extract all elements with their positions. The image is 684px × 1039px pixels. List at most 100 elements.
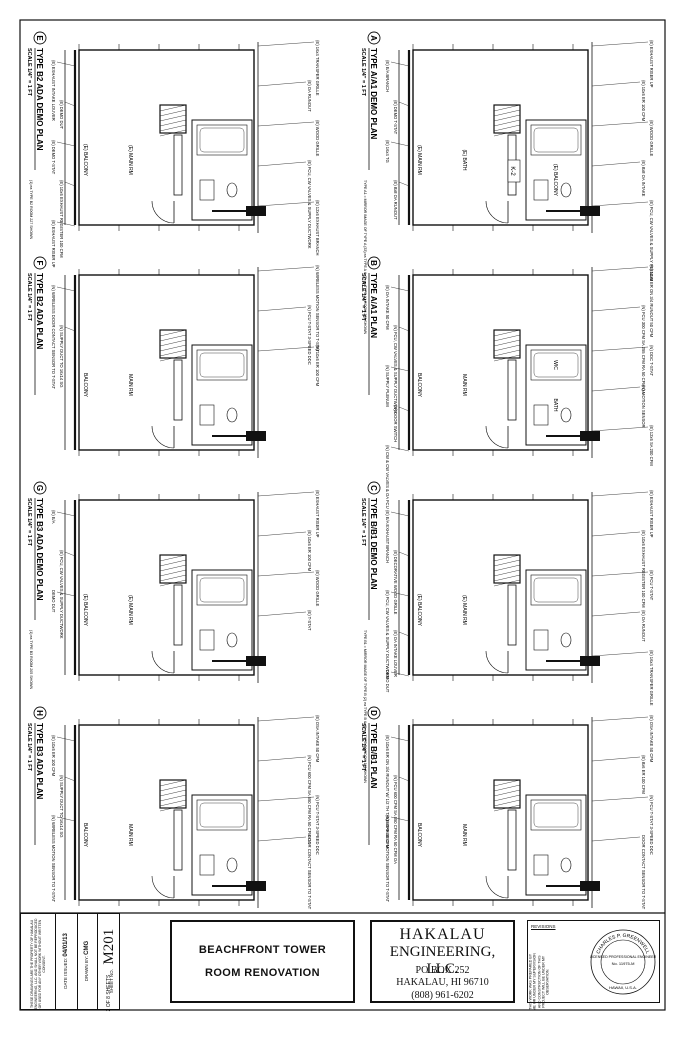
- callout-label: (E) OA RUNOUT: [307, 80, 312, 112]
- certification-note: THIS WORK WAS PREPARED BY ME OR UNDER MY…: [528, 953, 550, 1011]
- leader-line: [398, 551, 410, 557]
- leader-line: [591, 386, 641, 392]
- leader-line: [64, 776, 76, 782]
- leader-line: [591, 611, 641, 617]
- leader-line: [64, 181, 76, 187]
- project-title-box: BEACHFRONT TOWER ROOM RENOVATION: [170, 920, 355, 1003]
- sheet-number-panel: SHEET NO. M201 2 OF 8 SHEETS: [97, 914, 120, 1012]
- leader-line: [591, 796, 649, 802]
- door-swing: [485, 425, 509, 449]
- callout-label: DOOR CONTACT SENSOR TO T-STAT: [307, 835, 312, 910]
- firm-city: HAKALAU, HI 96710: [396, 977, 489, 988]
- leader-line: [591, 41, 649, 47]
- callout-label: (E) T-STAT: [307, 610, 312, 631]
- plan-tag-circle: [367, 31, 381, 45]
- sink: [199, 854, 215, 876]
- callout-label: (E) DECORATIVE WOOD GRILLE: [393, 550, 398, 615]
- toilet: [226, 407, 238, 423]
- leader-line: [591, 716, 649, 722]
- plan-title: TYPE B2 ADA DEMO PLAN: [35, 48, 44, 151]
- room-outline: [412, 499, 589, 676]
- door-swing: [151, 425, 175, 449]
- bathroom: [525, 794, 587, 896]
- callout-label: (E) 8x8 OA RUNOUT: [393, 180, 398, 220]
- room-label: (E) MAIN RM: [416, 145, 422, 175]
- leader-line: [390, 671, 410, 677]
- room-label: (E) BALCONY: [82, 144, 88, 177]
- project-line-2: ROOM RENOVATION: [205, 967, 320, 979]
- toilet: [226, 182, 238, 198]
- leader-line: [257, 306, 307, 312]
- plan-tag-letter: B: [369, 260, 378, 266]
- leader-line: [591, 266, 649, 272]
- callout-label: (E) FCU, CW VALVES & SUPPLY DUCTWORK: [307, 160, 312, 249]
- plan-title: TYPE B2 ADA PLAN: [35, 273, 44, 350]
- callout-label: (N) WIRELESS MOTION SENSOR TO T-STAT: [51, 815, 56, 903]
- exhaust-riser: [580, 881, 600, 891]
- plan-scale: SCALE 1/4" = 1 FT: [26, 273, 32, 322]
- leader-line: [257, 346, 315, 352]
- callout-label: (E) 16x4 TRANSFER GRILLE: [315, 40, 320, 96]
- leader-line: [257, 81, 307, 87]
- fan-coil-unit: [159, 104, 187, 134]
- callout-label: (E) FCU T-STAT: [649, 570, 654, 601]
- callout-label: (N) MOTION SENSOR: [641, 385, 646, 428]
- callout-label: (N) CW & CW VALVES & OA FCU: [385, 445, 390, 509]
- exhaust-riser: [580, 206, 600, 216]
- leader-line: [257, 716, 315, 722]
- leader-line: [257, 611, 307, 617]
- callout-label: (E) FCU, CW VALVES & SUPPLY DUCTWORK: [59, 550, 64, 639]
- plan-tag-letter: A: [369, 35, 378, 41]
- sheet-border: [19, 19, 666, 1011]
- callout-label: (E) 10x6 ER 100 CFM: [315, 345, 320, 387]
- leader-line: [257, 571, 315, 577]
- leader-line: [398, 776, 410, 782]
- drawn-value: CMG: [84, 940, 90, 955]
- callout-label: (E) EXHAUST RISER UP: [649, 490, 654, 538]
- plan-title: TYPE B3 ADA DEMO PLAN: [35, 498, 44, 601]
- leader-line: [56, 816, 76, 822]
- room-label: (E) MAIN RM: [461, 595, 467, 625]
- callout-label: (E) 10x6 EXHAUST REGISTER 100 CFM: [641, 530, 646, 608]
- leader-line: [56, 286, 76, 292]
- room-label: WIC: [552, 360, 558, 370]
- callout-label: (E) 12x6 EXHAUST BRANCH: [315, 200, 320, 256]
- leader-line: [591, 491, 649, 497]
- callout-label: (N) SUPPLY PLENUM: [385, 365, 390, 407]
- sink: [533, 854, 549, 876]
- callout-label: (E) EXHAUST RISER UP: [51, 220, 56, 268]
- callout-label: DEMO DUT: [51, 590, 56, 613]
- copyright-panel: THESE DRAWINGS ARE THE PROPERTY OF HAKAL…: [21, 914, 56, 1009]
- leader-line: [257, 491, 315, 497]
- callout-label: (N) DOOR SWITCH: [393, 405, 398, 442]
- leader-line: [398, 326, 410, 332]
- leader-line: [390, 286, 410, 292]
- plan-scale: SCALE 1/4" = 1 FT: [360, 498, 366, 547]
- supply-duct: [173, 584, 183, 646]
- room-outline: [78, 274, 255, 451]
- leader-line: [56, 61, 76, 67]
- sink: [533, 179, 549, 201]
- fan-coil-unit: [159, 554, 187, 584]
- leader-line: [390, 816, 410, 822]
- firm-name-1: HAKALAU: [399, 926, 486, 943]
- callout-label: (E) WOOD GRILLE: [315, 120, 320, 157]
- leader-line: [56, 591, 76, 597]
- bathroom: [191, 119, 253, 221]
- bathtub: [196, 574, 248, 606]
- room-label: (E) BATH: [461, 149, 467, 170]
- callout-label: (E) WOOD GRILLE: [315, 570, 320, 607]
- callout-label: DEMO DUT: [385, 670, 390, 693]
- callout-label: (E) OA INTAKE 50 CFM: [385, 285, 390, 330]
- leader-line: [56, 511, 76, 517]
- room-outline: [78, 49, 255, 226]
- toilet: [560, 182, 572, 198]
- callout-label: (N) SUPPLY DUCT TO 16x14 SG: [59, 325, 64, 387]
- bathroom: [191, 569, 253, 671]
- plan-title: TYPE B/B1 PLAN: [369, 723, 378, 789]
- toilet: [560, 632, 572, 648]
- toilet: [560, 407, 572, 423]
- leader-line: [257, 201, 315, 207]
